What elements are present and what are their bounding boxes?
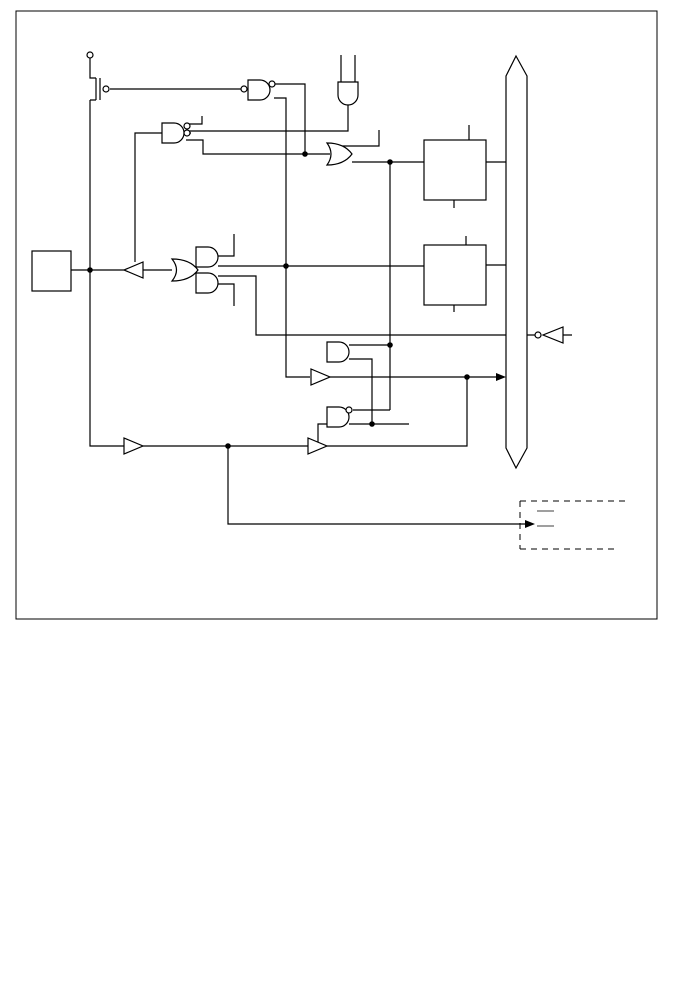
supply-terminal bbox=[86, 51, 94, 59]
middle-and-gate-lower bbox=[195, 272, 219, 294]
module-arrow bbox=[525, 520, 535, 528]
internal-data-bus bbox=[505, 54, 528, 470]
middle-and-gate-upper bbox=[195, 246, 219, 268]
lower-and-gate bbox=[326, 341, 350, 363]
register-lower bbox=[423, 244, 487, 306]
transistor-gate-bubble bbox=[102, 85, 110, 93]
middle-or-gate bbox=[170, 258, 199, 282]
junction-dots bbox=[87, 151, 470, 449]
upper-or-gate bbox=[325, 142, 353, 166]
wires bbox=[71, 55, 572, 525]
bus-arrow bbox=[496, 373, 506, 381]
pin-pad-box bbox=[31, 250, 72, 292]
buffer-bottom-left bbox=[123, 437, 145, 455]
buffer-mid bbox=[310, 368, 332, 386]
input-buffer-left bbox=[122, 261, 144, 279]
diagram-frame bbox=[15, 10, 658, 620]
buffer-bottom-right bbox=[307, 437, 329, 455]
left-nand-gate bbox=[161, 122, 191, 144]
register-upper bbox=[423, 139, 487, 201]
dashed-output-module bbox=[519, 500, 625, 550]
right-inverter bbox=[534, 326, 564, 344]
lower-nand-gate bbox=[326, 406, 353, 428]
top-nand-gate bbox=[240, 79, 276, 101]
top-and-gate bbox=[337, 81, 359, 106]
